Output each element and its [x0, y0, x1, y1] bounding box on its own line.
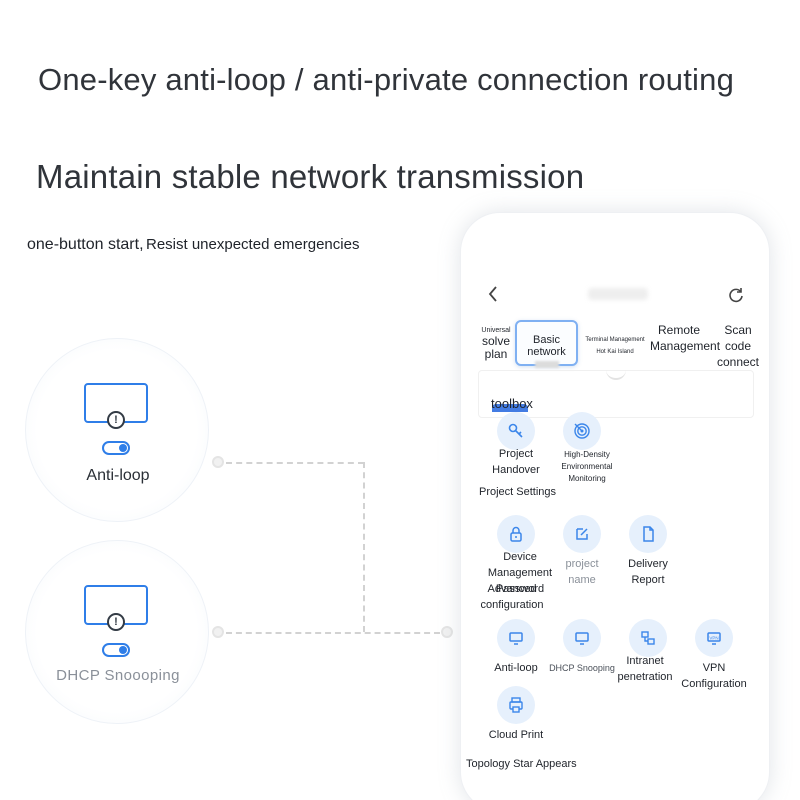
- tab-terminal-management[interactable]: Terminal Management Hot Kai Island: [583, 320, 647, 366]
- tool-label-line: project name: [565, 558, 599, 586]
- tab-label: Universal: [481, 327, 511, 334]
- lock-icon: [510, 526, 522, 542]
- tool-label: High-Density Environmental Monitoring: [540, 449, 634, 485]
- tagline-start: one-button start,: [27, 236, 144, 253]
- key-icon: [508, 423, 523, 438]
- tool-label: Anti-loop: [487, 660, 545, 676]
- tool-anti-loop[interactable]: [497, 619, 535, 657]
- network-icon: [641, 631, 655, 645]
- tool-label-line: Delivery Report: [628, 558, 668, 586]
- printer-icon: [509, 697, 523, 713]
- monitor-icon: [575, 632, 589, 645]
- connector-line: [363, 462, 365, 632]
- tool-delivery-report[interactable]: [629, 515, 667, 553]
- connector-dot: [212, 626, 224, 638]
- tab-label: Terminal Management: [585, 337, 645, 343]
- tool-label-line: Password: [495, 583, 545, 595]
- refresh-icon[interactable]: [727, 286, 745, 304]
- tool-label-line: VPN Configuration: [681, 662, 747, 690]
- section-title-advanced: Advanced configuration: [476, 581, 548, 613]
- tab-label: solve: [481, 334, 510, 348]
- tool-label-line: Handover: [492, 464, 540, 476]
- section-highlight: [492, 404, 528, 412]
- feature-label-anti-loop: Anti-loop: [86, 467, 150, 484]
- alert-icon: !: [107, 411, 125, 429]
- monitor-icon: [509, 632, 523, 645]
- tool-device-password[interactable]: [497, 515, 535, 553]
- toggle-icon: [102, 643, 130, 657]
- tab-label: Scan code: [724, 323, 752, 353]
- headline-primary: One-key anti-loop / anti-private connect…: [38, 62, 735, 97]
- headline-secondary: Maintain stable network transmission: [36, 158, 585, 195]
- connector-line: [226, 632, 440, 634]
- tool-project-handover[interactable]: [497, 412, 535, 450]
- tab-label: Management: [650, 339, 721, 353]
- svg-text:VPN: VPN: [709, 636, 718, 641]
- tool-label-line: Anti-loop: [494, 662, 538, 674]
- tool-label-line: DHCP Snooping: [549, 663, 615, 673]
- tool-high-density-monitoring[interactable]: [563, 412, 601, 450]
- tool-dhcp-snooping[interactable]: [563, 619, 601, 657]
- vpn-icon: VPN: [707, 632, 721, 645]
- tab-universal-solve-plan[interactable]: Universal solve plan: [478, 326, 514, 361]
- section-title-toolbox: toolbox: [491, 396, 533, 411]
- tool-label: Device Management Password: [476, 549, 564, 597]
- pull-handle: [606, 368, 626, 380]
- feature-dhcp-snooping: ! DHCP Snoooping: [25, 540, 209, 724]
- tool-label: project name: [552, 556, 612, 588]
- tab-basic-network[interactable]: Basic network: [515, 320, 578, 368]
- tool-label: Project Handover: [486, 446, 546, 478]
- tool-label: Intranet penetration: [615, 653, 675, 685]
- tab-label: plan: [484, 347, 508, 361]
- tab-label: Basic network: [527, 334, 566, 358]
- tool-label-line: penetration: [617, 671, 673, 683]
- tool-label-line: Monitoring: [568, 474, 606, 483]
- tagline-resist: Resist unexpected emergencies: [146, 236, 360, 253]
- edit-icon: [576, 528, 588, 540]
- tab-remote-management[interactable]: Remote Management: [650, 322, 721, 354]
- connector-dot: [441, 626, 453, 638]
- tool-label: DHCP Snooping: [546, 660, 618, 676]
- tool-cloud-print[interactable]: [497, 686, 535, 724]
- tool-label: Cloud Print: [486, 727, 546, 743]
- section-title-line: configuration: [480, 599, 544, 611]
- tool-label-line: Intranet: [626, 655, 664, 667]
- section-title-project-settings: Project Settings: [479, 486, 557, 498]
- nav-title-blurred: [588, 288, 648, 300]
- tool-project-name[interactable]: [563, 515, 601, 553]
- section-title-line: Advanced: [487, 583, 537, 595]
- tab-scan-code-connect[interactable]: Scan code connect: [712, 322, 764, 370]
- tool-vpn-configuration[interactable]: VPN: [695, 619, 733, 657]
- tab-label: connect: [716, 355, 760, 369]
- section-title-topology: Topology Star Appears: [466, 758, 577, 770]
- tool-label: VPN Configuration: [672, 660, 756, 692]
- feature-label-dhcp: DHCP Snoooping: [56, 667, 180, 684]
- connector-dot: [212, 456, 224, 468]
- tool-label-line: Project: [498, 448, 534, 460]
- toggle-icon: [102, 441, 130, 455]
- blurred-subtitle: [534, 361, 559, 368]
- back-arrow-icon[interactable]: [486, 284, 500, 304]
- tab-label: Remote: [657, 323, 701, 337]
- radar-icon: [574, 423, 590, 439]
- tool-label: Delivery Report: [612, 556, 684, 588]
- tool-label-line: Device Management: [487, 551, 553, 579]
- tab-label: Hot Kai Island: [596, 349, 634, 355]
- tool-label-line: High-Density Environmental: [561, 450, 613, 471]
- tool-label-line: Cloud Print: [488, 729, 544, 741]
- feature-anti-loop: ! Anti-loop: [25, 338, 209, 522]
- connector-line: [226, 462, 364, 464]
- tool-intranet-penetration[interactable]: [629, 619, 667, 657]
- document-icon: [643, 526, 654, 542]
- alert-icon: !: [107, 613, 125, 631]
